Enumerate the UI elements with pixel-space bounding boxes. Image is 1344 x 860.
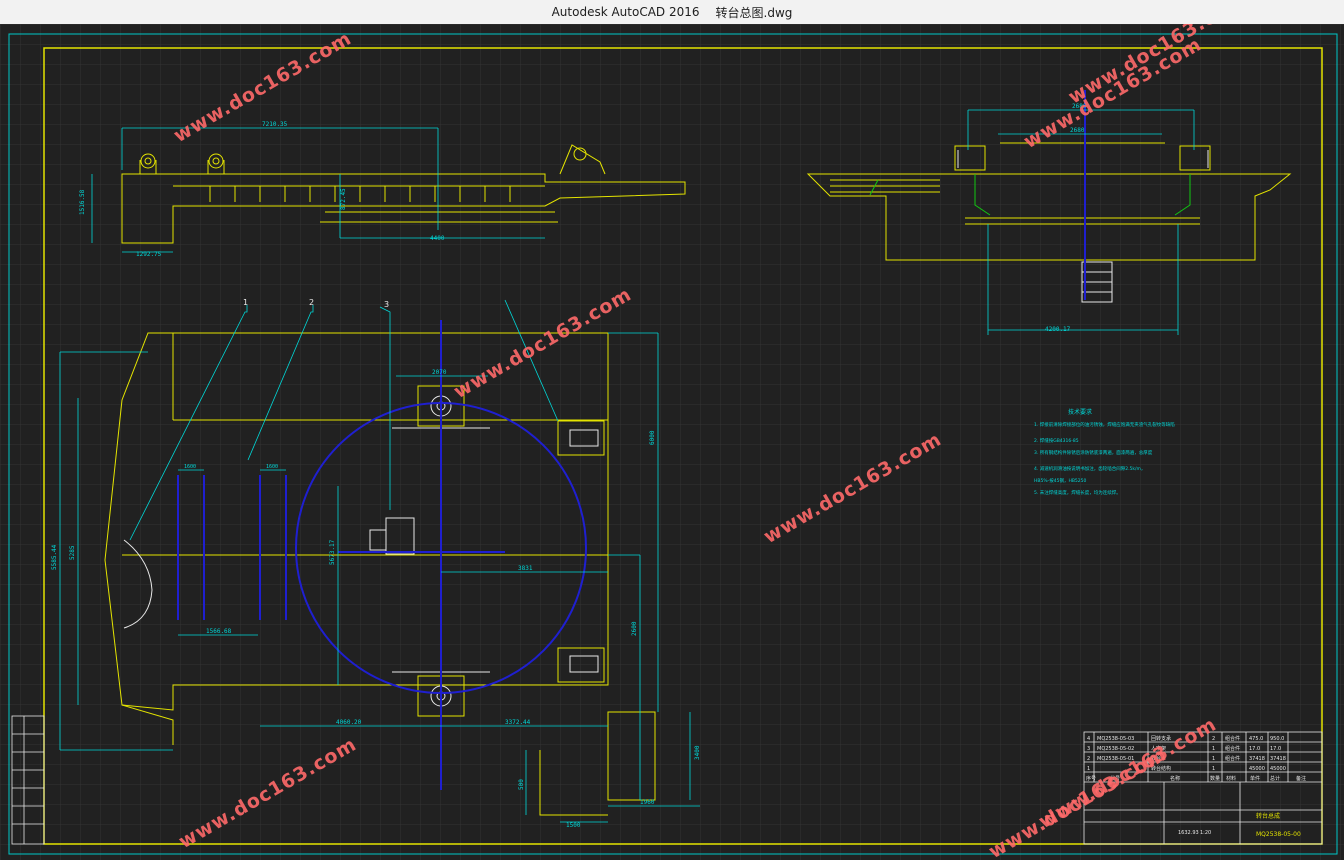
dim-plan-right-v2: 2600 [631,621,638,636]
plan-view-dims [59,299,700,823]
dim-plan-base-h2: 500 [518,779,525,790]
bom-w1: 17.0 [1249,746,1260,752]
dim-top-left: 1292.75 [136,251,162,258]
bom-w2: 37418 [1270,756,1286,762]
side-view-white [957,150,1209,303]
dim-plan-base-h: 3400 [694,745,701,760]
leader-3: 3 [384,300,389,309]
dim-plan-bottom-b: 3372.44 [505,719,531,726]
dim-top-inner: 4400 [430,235,445,242]
bom-qty: 2 [1212,736,1215,742]
title-block [1083,731,1323,845]
bom-code: MQ2538-05-01 [1097,756,1134,762]
dim-plan-bottom-a: 4060.20 [336,719,362,726]
dim-plan-base-w2: 1500 [566,822,581,829]
leader-1: 1 [243,298,248,307]
tech-note-6: 5. 未注焊缝高度，焊缝长度，均为连续焊。 [1034,489,1121,496]
bom-w2: 17.0 [1270,746,1281,752]
elevation-dims-left [91,127,545,253]
dim-right-bottom: 4200.17 [1045,326,1071,333]
bom-name: 转台结构 [1151,765,1171,772]
bom-qty: 1 [1212,766,1215,772]
bom-header: 序号 [1086,775,1096,782]
bom-header: 备注 [1296,775,1306,782]
bom-w2: 950.0 [1270,736,1284,742]
dim-plan-center-w: 2070 [432,369,447,376]
title-block-scale: 1:20 [1200,830,1211,836]
dim-plan-right-v: 6000 [649,430,656,445]
bom-row-2: 3 MQ2538-05-02 人字架 1 组合件 17.0 17.0 [1087,745,1281,752]
revision-block [11,715,45,845]
tech-notes: 技术要求 1. 焊接前清除焊接部位的油污锈蚀，焊缝应饱满无夹渣气孔裂纹等缺陷 2… [1034,408,1175,496]
bom-no: 1 [1087,766,1090,772]
bom-no: 3 [1087,746,1090,752]
bom-mat: 组合件 [1225,735,1240,742]
sheet-border-outer [8,33,1338,855]
plan-view-blue [177,320,587,790]
bom-w2: 45000 [1270,766,1286,772]
tech-note-3: 3. 所有钢结构件除锈后涂防锈底漆两遍，面漆两遍，总厚度 [1034,449,1153,456]
tech-note-1: 1. 焊接前清除焊接部位的油污锈蚀，焊缝应饱满无夹渣气孔裂纹等缺陷 [1034,421,1175,428]
bom-name: 回转支承 [1151,735,1171,742]
bom-mat: 组合件 [1225,755,1240,762]
bom-name: 转台 [1151,755,1161,762]
bom-no: 4 [1087,736,1090,742]
dim-plan-center-h: 5673.17 [329,539,336,565]
tech-note-4: 4. 减速机润滑油按说明书加注，齿轮啮合间隙2.5k/m， [1034,465,1145,472]
dim-top-total: 7210.35 [262,121,288,128]
side-view-dims [967,109,1195,335]
cad-drawing[interactable]: 7210.35 1516.58 1292.75 4400 872.45 2680… [0,24,1344,860]
bom-no: 2 [1087,756,1090,762]
tech-note-2: 2. 焊缝按GB4316-85 [1034,437,1079,444]
bom-row-1: 4 MQ2538-05-03 回转支承 2 组合件 475.0 950.0 [1087,735,1284,742]
dim-plan-span: 1566.68 [206,628,232,635]
dim-right-inner: 2680 [1070,127,1085,134]
bom-name: 人字架 [1151,745,1166,752]
side-view-green-lines [869,174,1191,216]
bom-qty: 1 [1212,746,1215,752]
window-titlebar: Autodesk AutoCAD 2016 转台总图.dwg [0,0,1344,25]
bom-w1: 37418 [1249,756,1265,762]
bom-header: 名称 [1170,775,1180,782]
side-view-right [806,142,1292,261]
title-block-weight: 1632.93 [1178,830,1199,836]
bom-w1: 45000 [1249,766,1265,772]
bom-row-4: 1 转台结构 1 45000 45000 [1087,765,1286,772]
tech-notes-title: 技术要求 [1068,408,1092,416]
title-block-name: 转台总成 [1256,812,1280,820]
bom-header: 总计 [1270,775,1280,782]
bom-header-row: 序号 代号 名称 数量 材料 单件 总计 备注 [1086,775,1306,782]
elevation-view-left [121,144,686,244]
bom-qty: 1 [1212,756,1215,762]
bom-w1: 475.0 [1249,736,1263,742]
grid-background [0,24,1344,860]
plan-view [104,332,656,816]
dim-plan-left-a: 1600 [184,464,196,470]
dim-plan-center-r: 3831 [518,565,533,572]
dim-right-top: 2680 [1072,103,1087,110]
bom-code: MQ2538-05-03 [1097,736,1134,742]
dim-plan-base-w: 1960 [640,799,655,806]
bom-row-3: 2 MQ2538-05-01 转台 1 组合件 37418 37418 [1087,755,1286,762]
bom-header: 代号 [1110,775,1120,782]
title-block-drawing-no: MQ2538-05-00 [1256,831,1301,838]
bom-header: 数量 [1210,775,1220,782]
dim-top-height: 1516.58 [79,189,86,215]
bom-header: 单件 [1250,775,1260,782]
bom-header: 材料 [1226,775,1236,782]
file-title: 转台总图.dwg [715,5,793,20]
bom-code: MQ2538-05-02 [1097,746,1134,752]
drawing-canvas[interactable]: 7210.35 1516.58 1292.75 4400 872.45 2680… [0,24,1344,860]
dim-plan-left-b: 1600 [266,464,278,470]
sheet-border-inner [43,47,1323,845]
dim-top-mid: 872.45 [340,188,347,210]
tech-note-5: HB5%-按45钢，HB5250 [1034,477,1087,484]
dim-plan-height-a: 5585.44 [51,544,58,570]
app-title: Autodesk AutoCAD 2016 [551,5,700,19]
bom-mat: 组合件 [1225,745,1240,752]
dim-plan-height-b: 5285 [69,545,76,560]
leader-2: 2 [309,298,314,307]
